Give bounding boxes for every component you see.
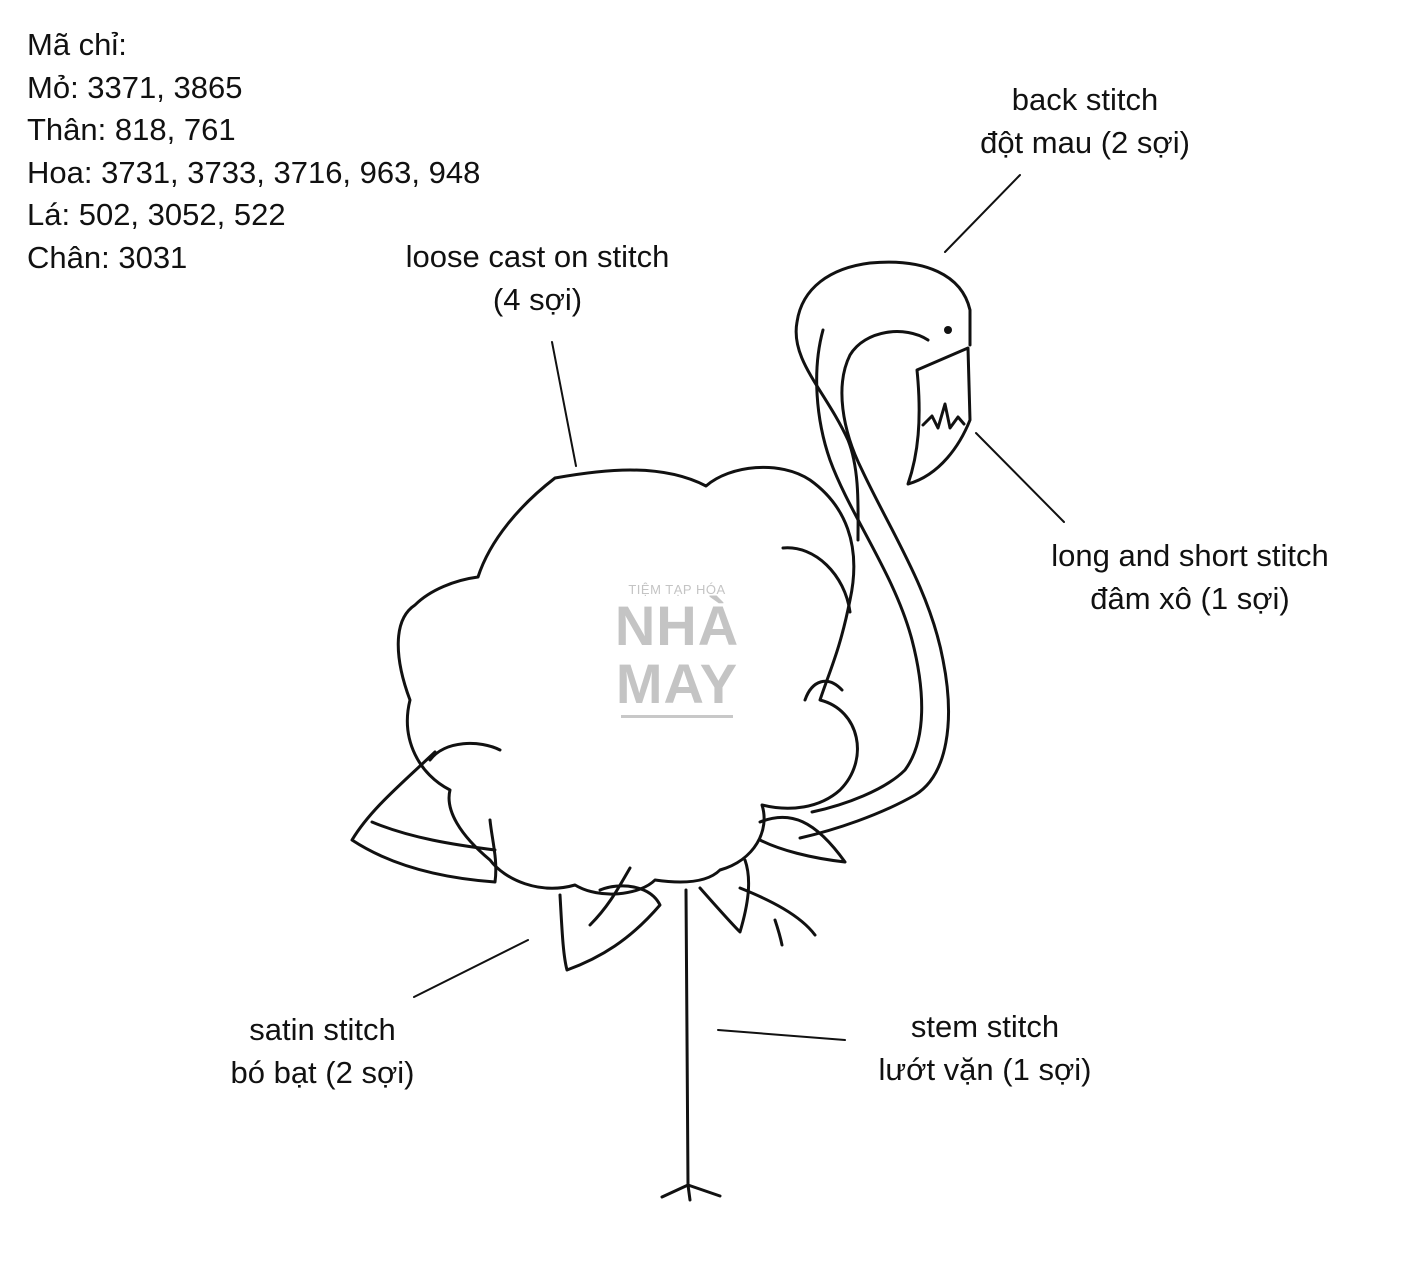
label-line: đâm xô (1 sợi)	[1090, 581, 1290, 616]
watermark-logo: TIỆM TẠP HÓA NHÀ MAY	[612, 582, 742, 718]
thread-code-line: Thân: 818, 761	[27, 112, 236, 147]
foot	[660, 1183, 722, 1202]
tail-feather-outline	[350, 750, 498, 884]
leaf-right	[758, 815, 847, 864]
watermark-line-1: NHÀ	[614, 594, 740, 657]
label-long-and-short-stitch: long and short stitch đâm xô (1 sợi)	[1020, 534, 1360, 620]
eye	[944, 326, 952, 334]
label-satin-stitch: satin stitch bó bạt (2 sợi)	[195, 1008, 450, 1094]
label-stem-stitch: stem stitch lướt vặn (1 sợi)	[840, 1005, 1130, 1091]
label-line: loose cast on stitch	[405, 239, 670, 274]
label-line: long and short stitch	[1051, 538, 1329, 573]
label-line: back stitch	[1011, 82, 1159, 117]
label-line: đột mau (2 sợi)	[980, 125, 1190, 160]
label-line: lướt vặn (1 sợi)	[878, 1052, 1092, 1087]
neck-outer-outline	[794, 260, 972, 542]
beak-outline	[906, 346, 972, 486]
thread-code-line: Hoa: 3731, 3733, 3716, 963, 948	[27, 154, 481, 190]
label-loose-cast-on-stitch: loose cast on stitch (4 sợi)	[365, 235, 710, 321]
tail-feather-stripe	[370, 820, 497, 852]
thread-codes-list: Mã chỉ: Mỏ: 3371, 3865 Thân: 818, 761 Ho…	[27, 24, 480, 279]
flower-inner-curve-3	[428, 741, 502, 762]
thread-code-line: Mỏ: 3371, 3865	[27, 69, 243, 105]
label-line: bó bạt (2 sợi)	[230, 1055, 415, 1090]
leader-satin	[413, 939, 529, 998]
body-flower-cluster-outline	[396, 465, 859, 896]
label-line: satin stitch	[249, 1012, 396, 1047]
leaf-lower-right	[738, 886, 817, 937]
neck-front-outline	[810, 328, 924, 814]
leader-stem	[717, 1029, 846, 1041]
thread-code-line: Lá: 502, 3052, 522	[27, 197, 286, 232]
flower-inner-curve-1	[781, 546, 852, 614]
leader-loose-cast-on	[551, 341, 577, 467]
leg-hidden-knee	[773, 918, 784, 947]
watermark-underline	[621, 715, 733, 718]
leaf-left	[558, 884, 662, 972]
leg	[684, 888, 690, 1187]
leaf-left-vein	[588, 866, 632, 927]
leader-back-stitch	[944, 174, 1021, 253]
watermark-small-text: TIỆM TẠP HÓA	[628, 582, 726, 597]
label-back-stitch: back stitch đột mau (2 sợi)	[935, 78, 1235, 164]
neck-inner-outline	[798, 330, 950, 840]
beak-tip-line	[921, 402, 966, 430]
watermark-line-2: MAY	[615, 652, 739, 715]
flower-inner-curve-2	[803, 679, 844, 702]
label-line: (4 sợi)	[492, 282, 583, 317]
leaf-center	[698, 858, 751, 934]
thread-code-line: Chân: 3031	[27, 239, 188, 275]
thread-codes-heading: Mã chỉ:	[27, 27, 127, 62]
leader-long-short	[975, 432, 1065, 523]
label-line: stem stitch	[910, 1009, 1060, 1044]
